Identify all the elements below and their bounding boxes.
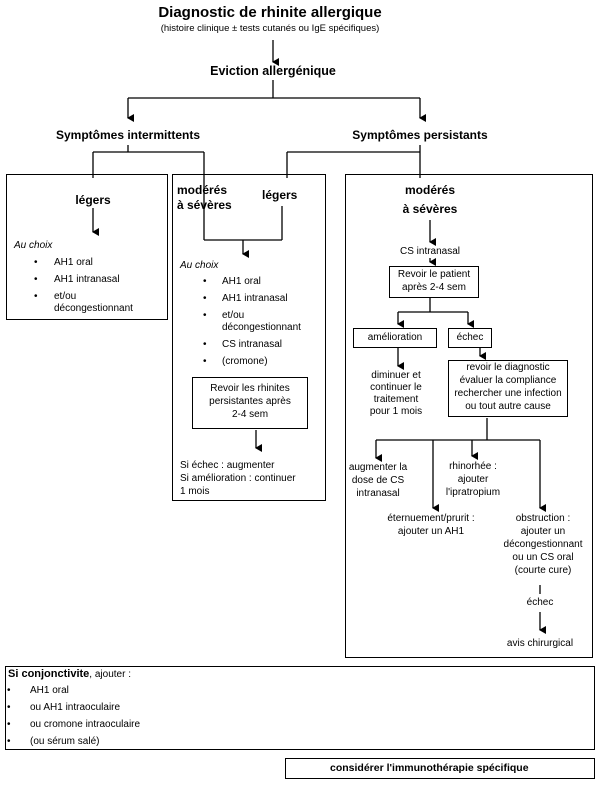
- conjunctivitis-heading-bold: Si conjonctivite: [8, 668, 90, 680]
- bullet-icon: •: [203, 293, 207, 304]
- review-diagnosis-text: revoir le diagnostic: [466, 362, 550, 373]
- obstruction-text: ou un CS oral: [512, 552, 574, 563]
- improvement-box: [353, 328, 437, 348]
- bullet-icon: •: [203, 310, 207, 321]
- improvement-label: amélioration: [367, 332, 423, 343]
- cs-intranasal-label: CS intranasal: [399, 246, 461, 257]
- review-text: persistantes après: [209, 396, 291, 407]
- list-item: ou AH1 intraoculaire: [30, 702, 121, 713]
- increase-dose-text: intranasal: [356, 488, 400, 499]
- page-subtitle: (histoire clinique ± tests cutanés ou Ig…: [160, 23, 380, 34]
- rhinorrhea-text: l'ipratropium: [445, 487, 501, 498]
- intermittent-label: Symptômes intermittents: [55, 128, 201, 142]
- bullet-icon: •: [203, 356, 207, 367]
- list-item: CS intranasal: [222, 339, 283, 350]
- choice-label: Au choix: [180, 260, 219, 271]
- sneezing-text: éternuement/prurit :: [387, 513, 475, 524]
- moderate-label: modérés: [177, 183, 228, 197]
- moderate-label: modérés: [404, 183, 456, 197]
- immunotherapy-text: considérer l'immunothérapie spécifique: [330, 762, 529, 774]
- bullet-icon: •: [34, 257, 38, 268]
- list-item: (ou sérum salé): [30, 736, 100, 747]
- revisit-patient-box: [389, 266, 479, 298]
- increase-dose-text: dose de CS: [351, 475, 405, 486]
- severe-label: à sévères: [177, 198, 232, 212]
- list-item: AH1 oral: [222, 276, 261, 287]
- decrease-text: pour 1 mois: [369, 406, 423, 417]
- failure-label-2: échec: [526, 597, 554, 608]
- bullet-icon: •: [7, 685, 11, 696]
- severe-label: à sévères: [402, 202, 458, 216]
- list-item: (cromone): [222, 356, 268, 367]
- sneezing-text: ajouter un AH1: [397, 526, 465, 537]
- bullet-icon: •: [7, 702, 11, 713]
- obstruction-text: obstruction :: [515, 513, 571, 524]
- rhinorrhea-text: ajouter: [457, 474, 489, 485]
- persistent-moderate-box: [345, 174, 593, 658]
- mild-label: légers: [75, 193, 111, 207]
- rhinorrhea-text: rhinorhée :: [449, 461, 497, 472]
- choice-label: Au choix: [14, 240, 53, 251]
- one-month-text: 1 mois: [180, 486, 210, 497]
- intermittent-mild-box: [6, 174, 168, 320]
- review-diagnosis-text: ou tout autre cause: [465, 401, 551, 412]
- obstruction-text: décongestionnant: [503, 539, 583, 550]
- list-item: AH1 intranasal: [222, 293, 288, 304]
- review-text: 2-4 sem: [231, 409, 269, 420]
- immunotherapy-box: [285, 758, 595, 779]
- bullet-icon: •: [34, 291, 38, 302]
- list-item: AH1 oral: [30, 685, 69, 696]
- bullet-icon: •: [203, 276, 207, 287]
- bullet-icon: •: [7, 736, 11, 747]
- surgical-opinion-text: avis chirurgical: [506, 638, 574, 649]
- obstruction-text: ajouter un: [520, 526, 566, 537]
- conjunctivitis-heading: Si conjonctivite, ajouter :: [8, 668, 131, 681]
- decrease-text: continuer le: [370, 382, 422, 393]
- list-item: décongestionnant: [222, 322, 301, 333]
- increase-dose-text: augmenter la: [348, 462, 408, 473]
- revisit-text: après 2-4 sem: [402, 282, 466, 293]
- review-diagnosis-text: évaluer la compliance: [459, 375, 557, 386]
- bullet-icon: •: [203, 339, 207, 350]
- moderate-mild-box: [172, 174, 326, 501]
- list-item: et/ou: [54, 291, 77, 302]
- eviction-label: Eviction allergénique: [210, 64, 336, 78]
- review-box: [192, 377, 308, 429]
- decrease-text: traitement: [373, 394, 419, 405]
- list-item: et/ou: [222, 310, 245, 321]
- list-item: AH1 intranasal: [54, 274, 120, 285]
- if-failure-text: Si échec : augmenter: [180, 460, 275, 471]
- list-item: ou cromone intraoculaire: [30, 719, 141, 730]
- mild-label: légers: [262, 188, 298, 202]
- bullet-icon: •: [34, 274, 38, 285]
- persistent-label: Symptômes persistants: [352, 128, 488, 142]
- obstruction-text: (courte cure): [514, 565, 572, 576]
- failure-box: [448, 328, 492, 348]
- bullet-icon: •: [7, 719, 11, 730]
- revisit-text: Revoir le patient: [397, 269, 471, 280]
- review-text: Revoir les rhinites: [210, 383, 290, 394]
- list-item: décongestionnant: [54, 303, 133, 314]
- if-improvement-text: Si amélioration : continuer: [180, 473, 296, 484]
- page-title: Diagnostic de rhinite allergique: [158, 4, 382, 21]
- conjunctivitis-heading-suffix: , ajouter :: [89, 669, 131, 680]
- failure-label: échec: [456, 332, 484, 343]
- conjunctivitis-box: [5, 666, 595, 750]
- review-diagnosis-text: rechercher une infection: [454, 388, 562, 399]
- decrease-text: diminuer et: [371, 370, 421, 381]
- list-item: AH1 oral: [54, 257, 93, 268]
- review-diagnosis-box: [448, 360, 568, 417]
